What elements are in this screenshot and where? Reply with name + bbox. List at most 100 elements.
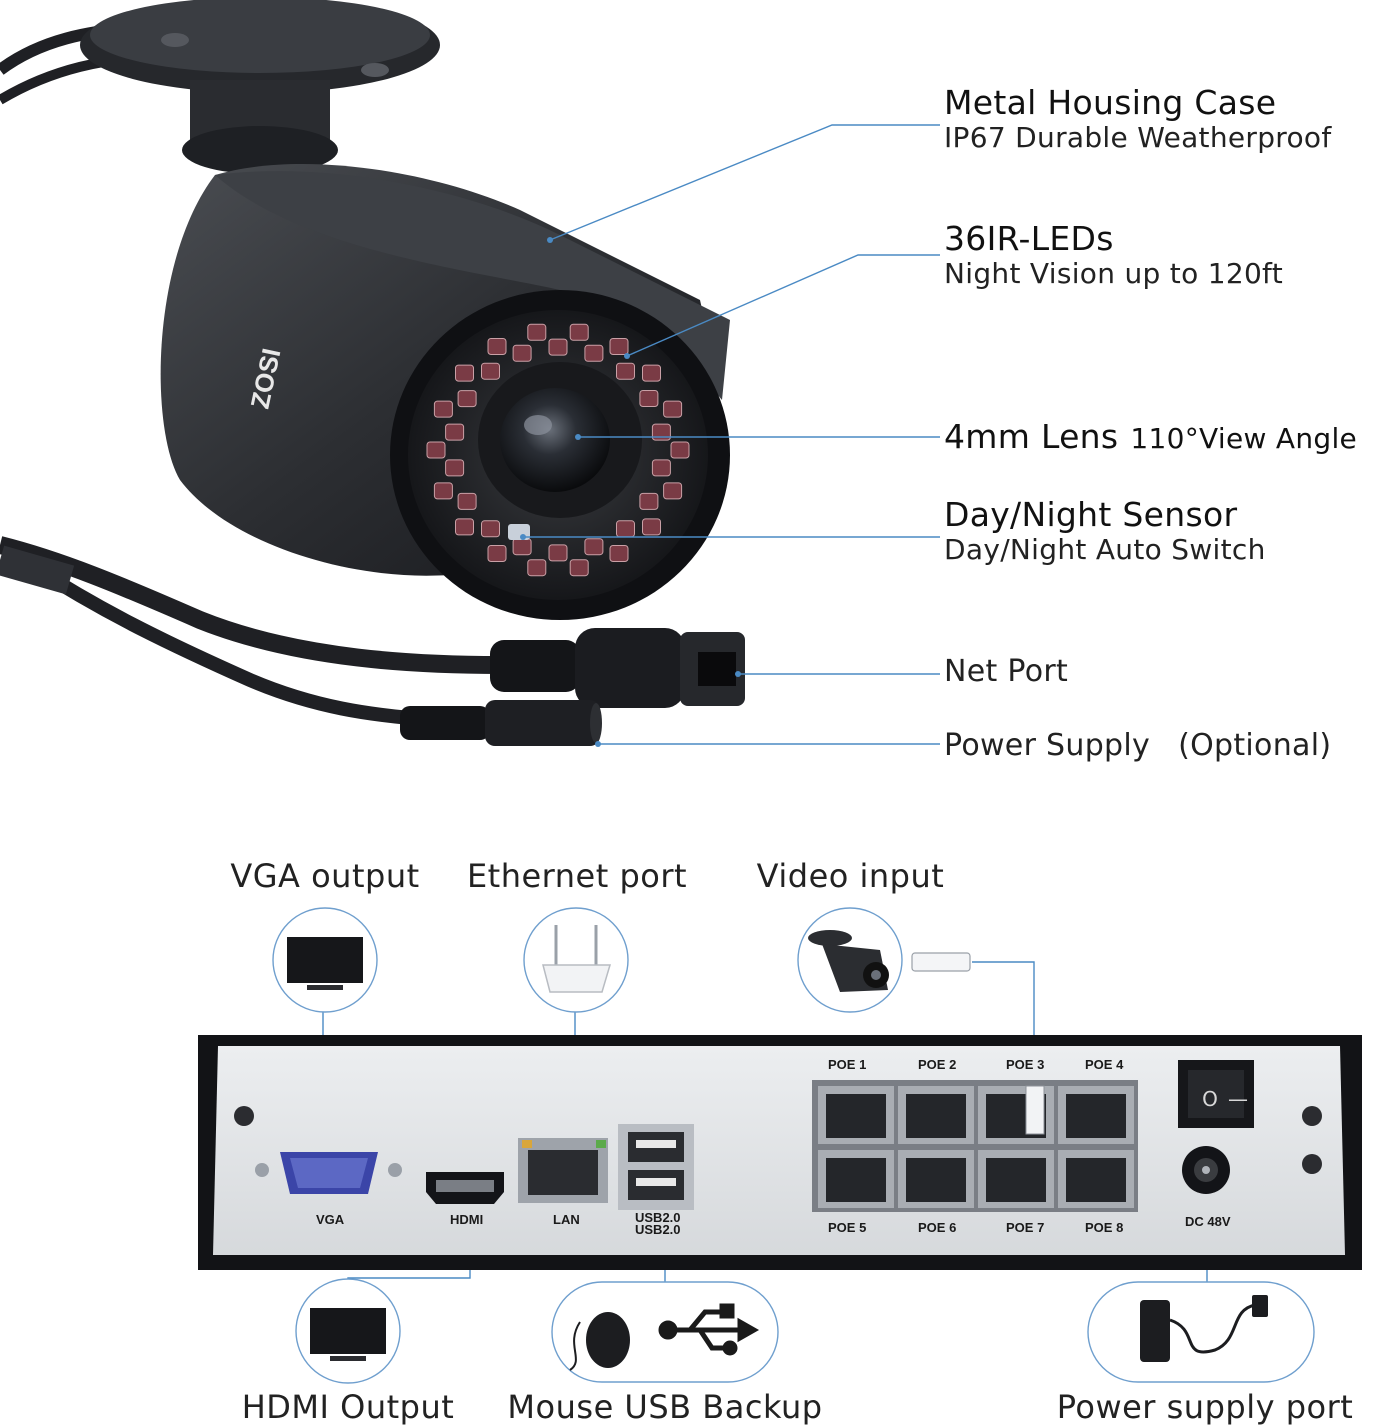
ir-led xyxy=(457,492,477,510)
inserted-cable-plug xyxy=(1025,1085,1045,1135)
switch-off-symbol: — xyxy=(1228,1087,1248,1111)
ir-led xyxy=(512,538,532,556)
ir-led xyxy=(548,338,568,356)
power-adapter-icon xyxy=(1140,1295,1268,1362)
caption-hdmi-output: HDMI Output xyxy=(241,1388,455,1426)
ir-led xyxy=(455,364,474,382)
ir-led xyxy=(527,559,547,577)
mini-camera-icon xyxy=(808,930,889,992)
spec-day-night-sensor: Day/Night Sensor Day/Night Auto Switch xyxy=(944,496,1266,566)
caption-video-input: Video input xyxy=(756,857,945,895)
port-label-poe4: POE 4 xyxy=(1085,1057,1124,1072)
port-label-poe5: POE 5 xyxy=(828,1220,867,1235)
port-label-hdmi: HDMI xyxy=(450,1212,484,1227)
rj45-plug-icon xyxy=(911,952,971,972)
net-port-connector xyxy=(490,628,745,708)
power-connector xyxy=(400,700,602,746)
port-label-usb-bottom: USB2.0 xyxy=(635,1222,681,1237)
ir-led xyxy=(457,390,477,408)
spec-sensor-title: Day/Night Sensor xyxy=(944,495,1238,534)
poe-port xyxy=(818,1150,894,1208)
spec-ir-subtitle: Night Vision up to 120ft xyxy=(944,256,1284,290)
power-supply-optional: (Optional) xyxy=(1178,728,1332,763)
ir-led xyxy=(639,390,659,407)
camera-callouts xyxy=(523,124,940,745)
ir-led xyxy=(642,364,661,382)
lens xyxy=(500,388,610,492)
monitor-icon xyxy=(287,937,363,990)
ir-led xyxy=(569,559,589,577)
label-power-supply: Power Supply(Optional) xyxy=(944,728,1331,763)
ir-led xyxy=(609,545,629,562)
port-label-usb-top: USB2.0 xyxy=(635,1210,681,1225)
ir-led xyxy=(527,323,547,341)
dc-jack xyxy=(1182,1146,1230,1194)
port-label-dc: DC 48V xyxy=(1185,1214,1231,1229)
ir-led xyxy=(642,518,661,536)
ir-led xyxy=(663,482,683,500)
hdmi-port xyxy=(426,1172,504,1204)
spec-ir-title: 36IR-LEDs xyxy=(944,219,1114,258)
switch-on-symbol: O xyxy=(1202,1087,1218,1111)
ir-led xyxy=(487,545,507,562)
ir-led xyxy=(569,323,589,341)
ir-led xyxy=(426,441,446,459)
port-label-poe7: POE 7 xyxy=(1006,1220,1045,1235)
spec-sensor-subtitle: Day/Night Auto Switch xyxy=(944,532,1266,566)
ir-led xyxy=(670,441,690,459)
caption-power-supply-port: Power supply port xyxy=(1056,1388,1354,1426)
lan-port xyxy=(518,1138,608,1203)
poe-port xyxy=(1058,1086,1134,1144)
vga-port xyxy=(255,1152,402,1194)
ir-led xyxy=(481,362,500,380)
ir-led xyxy=(433,482,453,500)
power-switch: O — xyxy=(1178,1060,1254,1128)
ir-led xyxy=(445,459,465,477)
spec-housing-title: Metal Housing Case xyxy=(944,83,1277,122)
router-icon xyxy=(542,925,612,993)
ir-led xyxy=(651,459,671,477)
ir-led xyxy=(433,400,453,418)
label-net-port: Net Port xyxy=(944,654,1069,689)
caption-vga-output: VGA output xyxy=(230,857,420,895)
bullet-camera: ZOSI xyxy=(0,0,745,746)
ir-led xyxy=(609,338,629,355)
ir-led xyxy=(616,362,635,380)
ir-led xyxy=(639,492,659,510)
ir-led xyxy=(548,544,568,562)
spec-lens: 4mm Lens 110°View Angle xyxy=(944,418,1357,456)
spec-ir-leds: 36IR-LEDs Night Vision up to 120ft xyxy=(944,220,1283,290)
port-label-poe3: POE 3 xyxy=(1006,1057,1045,1072)
poe-port xyxy=(1058,1150,1134,1208)
nvr-rear-panel: O — xyxy=(198,1035,1362,1270)
spec-lens-detail: 110°View Angle xyxy=(1130,422,1358,455)
spec-housing-subtitle: IP67 Durable Weatherproof xyxy=(944,120,1332,154)
ir-led xyxy=(616,520,635,538)
port-label-poe6: POE 6 xyxy=(918,1220,957,1235)
caption-mouse-usb-backup: Mouse USB Backup xyxy=(507,1388,823,1426)
port-label-poe8: POE 8 xyxy=(1085,1220,1124,1235)
poe-port xyxy=(978,1150,1054,1208)
spec-lens-title: 4mm Lens xyxy=(944,417,1119,456)
ir-led-ring xyxy=(426,323,690,577)
poe-port xyxy=(818,1086,894,1144)
mouse-icon xyxy=(569,1312,630,1371)
ir-led xyxy=(663,400,683,418)
caption-ethernet-port: Ethernet port xyxy=(466,857,688,895)
port-label-lan: LAN xyxy=(553,1212,580,1227)
ir-led xyxy=(487,338,507,355)
usb-ports xyxy=(618,1124,694,1210)
port-label-poe2: POE 2 xyxy=(918,1057,957,1072)
ir-led xyxy=(584,538,604,556)
spec-metal-housing: Metal Housing Case IP67 Durable Weatherp… xyxy=(944,84,1332,154)
ir-led xyxy=(584,344,604,362)
hdmi-monitor-icon xyxy=(310,1308,386,1361)
ir-led xyxy=(481,520,500,538)
ir-led xyxy=(455,518,474,536)
port-label-poe1: POE 1 xyxy=(828,1057,867,1072)
ir-led xyxy=(512,344,532,362)
port-label-vga: VGA xyxy=(316,1212,345,1227)
ir-led xyxy=(445,423,465,441)
